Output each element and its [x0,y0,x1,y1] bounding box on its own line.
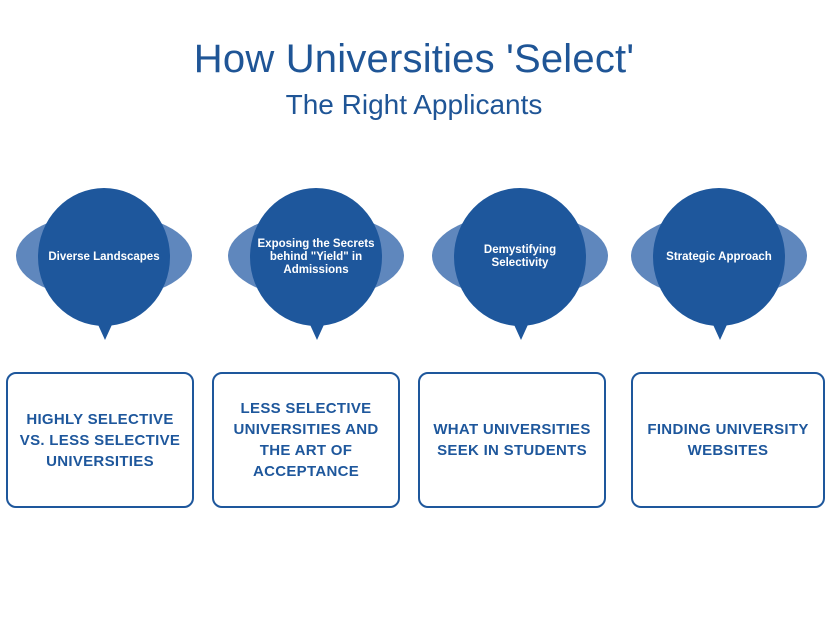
speech-bubble-2: Exposing the Secrets behind "Yield" in A… [228,186,418,346]
column-4: Strategic Approach FINDING UNIVERSITY WE… [631,186,825,512]
speech-bubble-3: Demystifying Selectivity [432,186,622,346]
speech-bubble-4: Strategic Approach [631,186,821,346]
page-title: How Universities 'Select' [193,37,635,81]
bubble-tail [307,318,327,340]
bubble-tail [511,318,531,340]
bubble-tail [95,318,115,340]
column-1: Diverse Landscapes HIGHLY SELECTIVE VS. … [6,186,196,512]
column-2: Exposing the Secrets behind "Yield" in A… [212,186,404,512]
bubble-tail [710,318,730,340]
topic-box-2: LESS SELECTIVE UNIVERSITIES AND THE ART … [212,372,400,508]
bubble-front-circle [653,188,785,326]
bubble-label: Demystifying Selectivity [483,244,557,269]
bubble-label: Exposing the Secrets behind "Yield" in A… [257,237,375,276]
column-3: Demystifying Selectivity WHAT UNIVERSITI… [418,186,608,512]
bubble-front-circle [250,188,382,326]
topic-box-1: HIGHLY SELECTIVE VS. LESS SELECTIVE UNIV… [6,372,194,508]
bubble-front-circle [454,188,586,326]
bubble-front-circle [38,188,170,326]
topic-box-3: WHAT UNIVERSITIES SEEK IN STUDENTS [418,372,606,508]
topic-box-4: FINDING UNIVERSITY WEBSITES [631,372,825,508]
speech-bubble-1: Diverse Landscapes [16,186,206,346]
bubble-label: Strategic Approach [666,250,772,263]
bubble-label: Diverse Landscapes [48,250,160,263]
page-subtitle: The Right Applicants [285,89,543,120]
